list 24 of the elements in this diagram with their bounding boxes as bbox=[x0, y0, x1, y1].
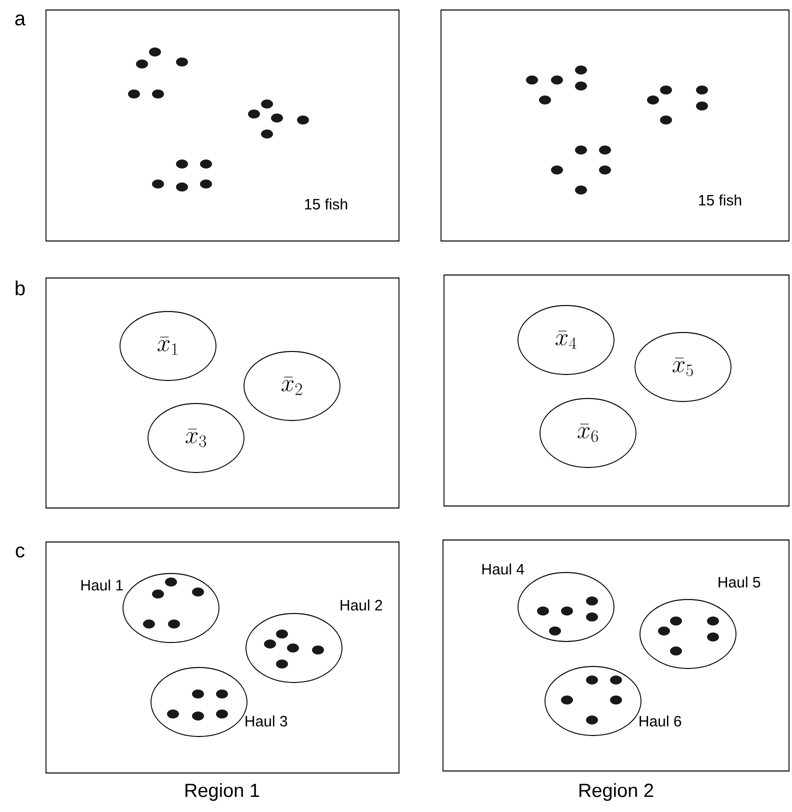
haul-ellipse bbox=[544, 666, 642, 736]
region-box bbox=[440, 10, 790, 242]
haul-ellipse bbox=[150, 667, 248, 737]
region-box bbox=[444, 274, 790, 506]
count-label: 15 fish bbox=[305, 198, 348, 210]
panel-letter: a bbox=[15, 14, 26, 26]
panel-letter: c bbox=[16, 546, 24, 558]
region-label: Region 1 bbox=[186, 783, 260, 801]
haul-label: Haul 1 bbox=[81, 580, 123, 590]
haul-label: Haul 4 bbox=[482, 564, 524, 574]
haul-ellipse bbox=[640, 599, 736, 669]
region-label: Region 2 bbox=[580, 783, 654, 801]
haul-label: Haul 5 bbox=[718, 576, 760, 588]
region-box bbox=[46, 542, 400, 774]
haul-label: Haul 3 bbox=[246, 716, 288, 726]
haul-ellipse bbox=[246, 613, 342, 683]
haul-label: Haul 2 bbox=[340, 600, 382, 610]
region-box bbox=[442, 540, 790, 772]
count-label: 15 fish bbox=[699, 194, 742, 206]
region-box bbox=[46, 10, 400, 242]
haul-ellipse bbox=[122, 573, 220, 643]
haul-label: Haul 6 bbox=[640, 716, 682, 726]
region-box bbox=[46, 278, 400, 508]
panel-letter: b bbox=[16, 280, 25, 296]
